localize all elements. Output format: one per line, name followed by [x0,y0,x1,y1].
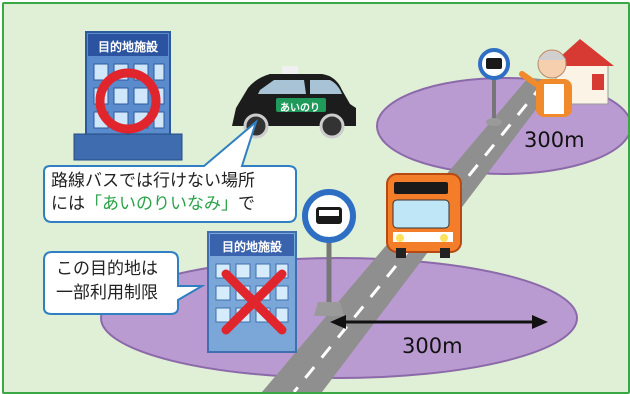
distance-arrow [330,315,548,329]
bubble-bottom-line1: この目的地は [56,259,158,279]
bubble-top-prefix: には [51,194,85,214]
bubble-bottom-line2: 一部利用制限 [56,283,158,303]
facility-sign-bottom: 目的地施設 [221,240,282,254]
taxi-label: あいのり [280,103,320,114]
elderly-person [519,49,572,117]
facility-bottom [207,231,297,353]
bubble-top-highlight: 「あいのりいなみ」 [85,194,238,214]
distance-bottom: 300m [402,334,463,358]
bubble-top-line1: 路線バスでは行けない場所 [51,171,255,191]
scene [43,31,628,392]
bus [386,173,462,258]
speech-bubble-bottom [43,251,206,315]
facility-sign-top: 目的地施設 [97,40,158,54]
bus-stop-bottom [302,189,356,316]
ok-circle-icon [95,68,161,134]
distance-top: 300m [524,128,585,152]
bus-stop-top [478,48,510,126]
prohibited-cross-icon [221,269,287,335]
facility-top [73,31,183,161]
bubble-top-line2: には「あいのりいなみ」で [51,193,255,215]
bubble-top-suffix: で [238,194,255,214]
speech-bubble-top [43,118,297,223]
